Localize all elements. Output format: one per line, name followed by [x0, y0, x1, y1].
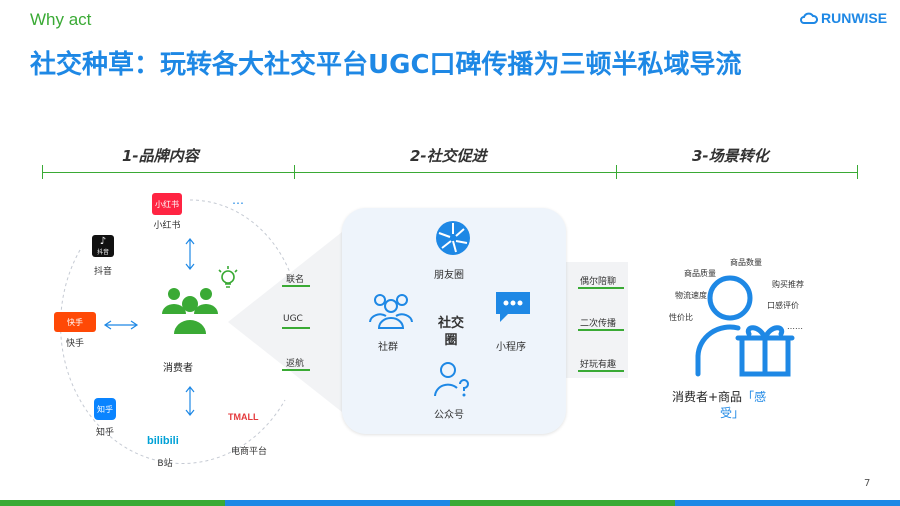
brand-logo: RUNWISE — [800, 10, 887, 26]
conversion-open: 「 — [742, 390, 755, 404]
perception-recommend: 购买推荐 — [772, 280, 804, 289]
right-funnel — [566, 262, 628, 378]
left-funnel — [228, 232, 342, 412]
node-community: 社群 — [378, 342, 398, 353]
footer-segment — [450, 500, 675, 506]
hub-line-1: 社交 — [437, 316, 464, 331]
hub-line-2: 圈 — [444, 333, 458, 348]
page-number: 7 — [864, 478, 871, 489]
user-question-icon — [434, 362, 469, 397]
kuaishou-logo: 快手 — [54, 312, 96, 332]
link-co-brand: 联名 — [286, 275, 305, 285]
link-chat: 偶尔陪聊 — [580, 277, 617, 287]
platform-kuaishou: 快手 — [65, 339, 84, 349]
brand-name: RUNWISE — [821, 10, 888, 26]
footer-segment — [0, 500, 225, 506]
consumer-group-icon — [162, 288, 218, 334]
link-underline — [578, 329, 624, 331]
chat-bubble-icon — [496, 292, 530, 322]
perception-quality: 商品质量 — [684, 269, 716, 278]
xiaohongshu-logo: 小红书 — [152, 193, 182, 215]
more-platforms: … — [232, 193, 244, 207]
timeline-tick — [294, 165, 295, 179]
link-underline — [282, 327, 310, 329]
node-official-account: 公众号 — [434, 410, 464, 421]
zhihu-logo: 知乎 — [94, 398, 116, 420]
perception-value: 性价比 — [669, 313, 693, 322]
platform-douyin: 抖音 — [93, 267, 112, 277]
community-group-icon — [369, 294, 413, 329]
footer-segment — [675, 500, 900, 506]
douyin-logo-text: 抖音 — [96, 248, 109, 256]
platform-zhihu: 知乎 — [95, 428, 114, 438]
node-mini-program: 小程序 — [496, 342, 526, 353]
node-moments: 朋友圈 — [434, 270, 464, 281]
timeline-tick — [42, 165, 43, 179]
perception-quantity: 商品数量 — [730, 258, 762, 267]
perception-more: …… — [787, 322, 803, 331]
link-ugc: UGC — [283, 314, 303, 324]
link-underline — [578, 287, 624, 289]
conversion-close: 受」 — [720, 406, 745, 420]
link-underline — [578, 370, 624, 372]
cloud-logo-icon — [800, 12, 818, 24]
aperture-icon — [436, 221, 470, 255]
conversion-word: 感 — [754, 390, 767, 404]
conversion-line-2: 受」 — [720, 404, 744, 421]
tmall-logo: TMALL — [228, 412, 259, 422]
link-underline — [282, 369, 310, 371]
lightbulb-icon — [218, 266, 238, 288]
timeline-line — [42, 172, 858, 173]
platform-ring-lower — [60, 249, 286, 465]
douyin-logo: ♪ 抖音 — [92, 235, 114, 257]
perception-logistics: 物流速度 — [675, 291, 707, 300]
consumer-label: 消费者 — [163, 363, 193, 374]
perception-taste: 口感评价 — [767, 301, 799, 310]
stage-scene-conversion: 3-场景转化 — [692, 147, 769, 165]
link-return: 返航 — [286, 359, 305, 369]
music-note-icon: ♪ — [99, 235, 107, 247]
platform-ring — [189, 199, 301, 321]
stage-social-promotion: 2-社交促进 — [410, 147, 487, 165]
conversion-label: 消费者+商品「感 — [672, 388, 766, 405]
social-hub-label: 社交 圈 — [432, 315, 470, 349]
link-secondary-spread: 二次传播 — [580, 319, 617, 329]
link-underline — [282, 285, 310, 287]
stage-brand-content: 1-品牌内容 — [122, 147, 199, 165]
consumer-gift-icon — [695, 275, 795, 377]
platform-arrows — [103, 238, 195, 416]
timeline-tick — [616, 165, 617, 179]
section-label: Why act — [30, 10, 92, 29]
page-title: 社交种草：玩转各大社交平台UGC口碑传播为三顿半私域导流 — [30, 50, 742, 80]
platform-xiaohongshu: 小红书 — [153, 221, 181, 231]
link-fun: 好玩有趣 — [580, 360, 617, 370]
platform-ecommerce: 电商平台 — [230, 447, 267, 457]
footer-segment — [225, 500, 450, 506]
footer-bar — [0, 500, 900, 506]
platform-bilibili: B站 — [157, 459, 173, 469]
conversion-prefix: 消费者+商品 — [672, 390, 743, 404]
bilibili-logo: bilibili — [147, 435, 179, 447]
timeline-tick — [857, 165, 858, 179]
